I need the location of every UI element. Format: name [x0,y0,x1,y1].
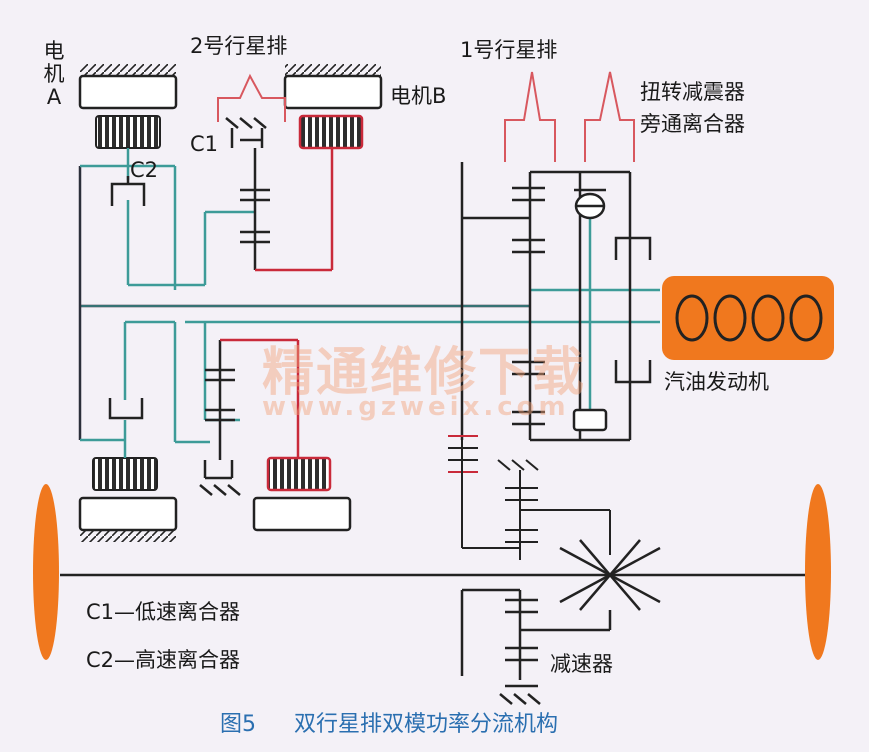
inner-shafts-teal [80,148,660,458]
motor-b-stator-top [283,64,383,110]
c2-clutch-bottom [108,398,144,420]
motor-b-label: 电机B [390,84,447,108]
motor-a-rotor-bottom [92,457,158,491]
c1-label: C1 [190,132,219,156]
planetary-set-2-top [240,148,334,272]
differential [60,539,805,705]
wheel-left [33,484,59,660]
motor-b-stator-bottom [252,496,352,532]
c2-clutch-top [110,176,146,206]
bracket-planetary-1 [504,71,556,162]
bracket-planetary-2 [217,73,286,122]
engine-block [662,276,834,360]
reducer-gear-stack [448,435,611,560]
watermark-url: www.gzweix.com [262,392,570,422]
reducer-label: 减速器 [550,652,613,676]
c2-label: C2 [130,158,159,182]
figure-title: 双行星排双模功率分流机构 [294,712,559,737]
c1-clutch-bottom [199,460,241,496]
legend-c2: C2—高速离合器 [86,648,241,672]
motor-a-stator-bottom [78,496,178,542]
motor-a-label-line1: 电机 [43,39,65,86]
watermark-cn: 精通维修下载 [262,343,587,403]
motor-a-stator-top [78,64,178,110]
bracket-damper [584,71,635,162]
legend-c1: C1—低速离合器 [86,600,241,624]
main-shaft [78,166,530,440]
motor-a-label-line2: A [46,85,62,109]
planetary-1-label: 1号行星排 [460,38,558,62]
wheel-right [805,484,831,660]
motor-b-rotor-top [298,114,364,150]
motor-a-rotor-top [95,115,161,149]
motor-a-label: 电机 A [42,40,66,109]
engine-label: 汽油发动机 [664,370,769,394]
planetary-2-label: 2号行星排 [190,34,288,58]
figure-number: 图5 [220,712,256,737]
figure-caption: 图5 双行星排双模功率分流机构 [220,706,558,738]
damper-label-line1: 扭转减震器 [640,80,745,104]
planetary-set-2-bottom [205,338,300,460]
c1-clutch-top [225,117,267,148]
damper-bypass-clutch [572,188,652,432]
motor-b-rotor-bottom [266,456,332,492]
damper-label-line2: 旁通离合器 [640,112,745,136]
planetary-set-1 [460,162,632,442]
